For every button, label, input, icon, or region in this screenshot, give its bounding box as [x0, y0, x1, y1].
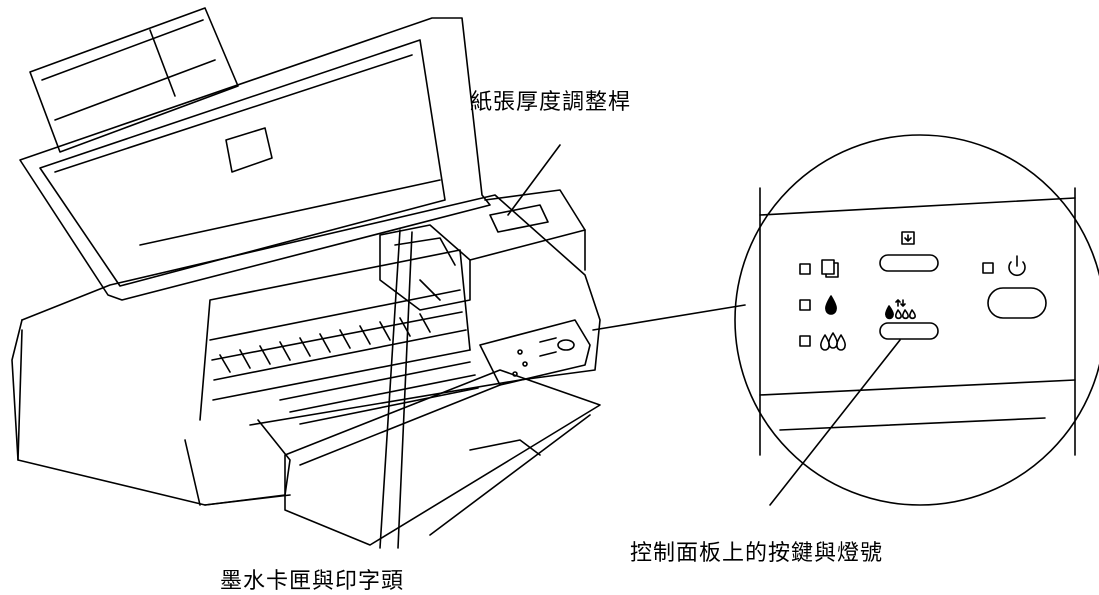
color-ink-drops-icon — [820, 332, 846, 351]
paper-support — [29, 7, 239, 153]
leader-line-ink-cartridge — [379, 229, 401, 549]
output-tray — [284, 369, 601, 546]
label-control-panel-buttons-lights: 控制面板上的按鍵與燈號 — [630, 541, 884, 566]
label-ink-cartridge-print-head: 墨水卡匣與印字頭 — [220, 569, 405, 594]
load-eject-button[interactable] — [879, 254, 939, 272]
power-icon — [1008, 255, 1026, 277]
power-light — [982, 262, 994, 274]
control-panel-zoom — [592, 134, 1099, 506]
color-ink-light — [799, 335, 811, 347]
paper-out-light — [799, 263, 811, 275]
black-ink-light — [799, 299, 811, 311]
cover-window — [225, 127, 273, 173]
leader-line-ink-cartridge-2 — [397, 231, 413, 549]
load-eject-paper-icon — [901, 231, 915, 245]
cleaning-button[interactable] — [879, 322, 939, 340]
printer-body — [11, 189, 601, 506]
black-ink-drop-icon — [825, 295, 837, 315]
paper-stack-icon — [821, 259, 839, 278]
leader-line-control-panel — [769, 339, 901, 506]
leader-line-paper-lever — [507, 144, 561, 216]
power-button[interactable] — [987, 287, 1047, 319]
label-paper-thickness-lever: 紙張厚度調整桿 — [470, 90, 632, 115]
ink-cleaning-icon — [885, 299, 916, 320]
zoom-connector-line — [592, 304, 746, 331]
